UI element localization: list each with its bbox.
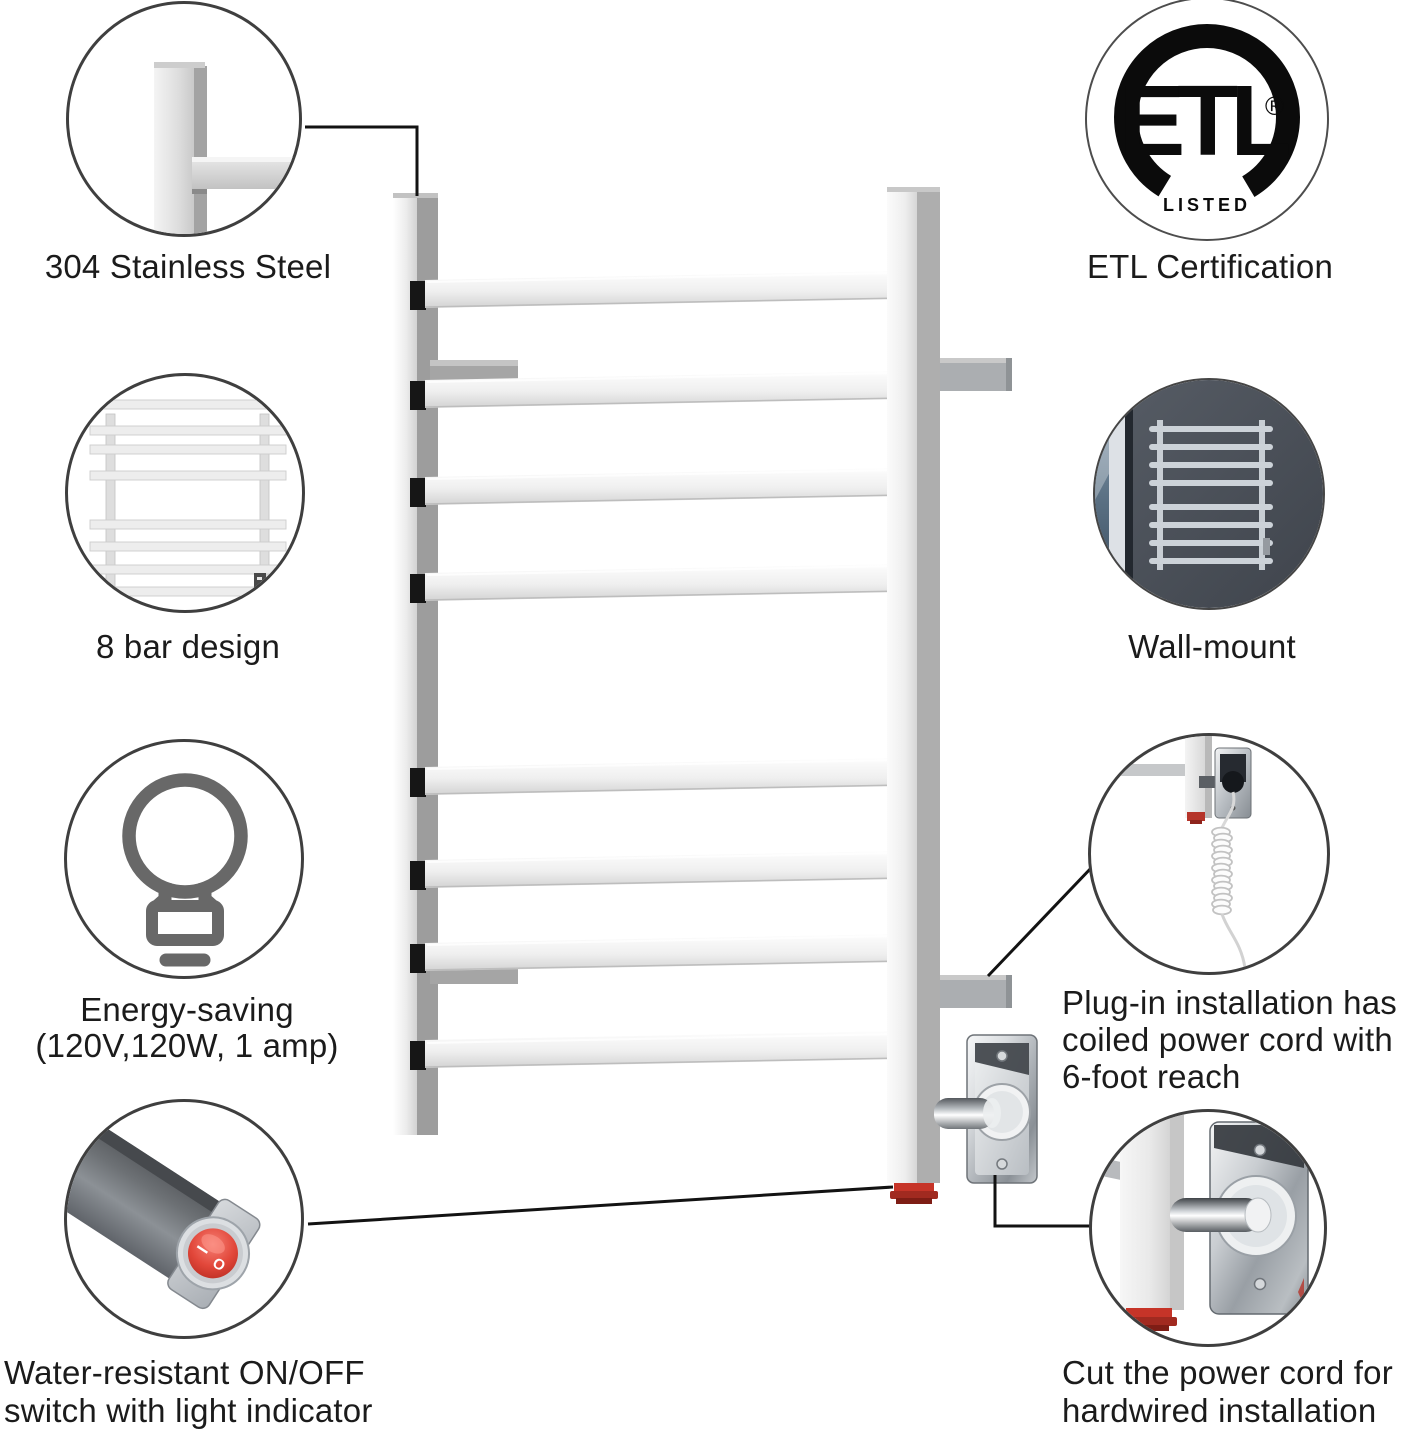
energy-saving-callout (64, 739, 304, 979)
plugin-cord-illustration (1097, 736, 1252, 969)
power-switch-callout: – O (64, 1099, 304, 1339)
callout-line-switch (307, 1185, 894, 1226)
red-rocker-switch (187, 1228, 238, 1279)
callout-line-plugin (986, 864, 1095, 978)
plugin-installation-callout (1088, 733, 1330, 975)
etl-logo-letters: ETL (1119, 65, 1290, 177)
wall-bracket-right-upper (938, 358, 1012, 391)
label-8-bar-design: 8 bar design (95, 628, 281, 665)
registered-trademark: ® (1265, 91, 1284, 121)
hardwired-installation-callout (1089, 1109, 1327, 1347)
label-wall-mount: Wall-mount (1128, 628, 1296, 665)
power-outlet-plate (934, 1034, 1038, 1184)
wall-mount-callout (1093, 378, 1325, 610)
towel-bar-8 (410, 1031, 901, 1070)
towel-bar-3 (410, 468, 901, 507)
towel-bar-7 (410, 934, 901, 973)
callout-line-stainless (305, 125, 419, 196)
right-post (887, 187, 940, 1183)
on-off-switch-photo: – O (67, 1102, 261, 1310)
light-bulb-icon (122, 773, 248, 967)
label-water-resistant-switch: Water-resistant ON/OFF switch with light… (4, 1354, 373, 1429)
stainless-corner-icon (154, 62, 299, 234)
callout-lines (305, 125, 1095, 1228)
wall-mount-photo (1095, 380, 1323, 608)
red-end-cap (890, 1183, 938, 1204)
label-plugin-installation: Plug-in installation has coiled power co… (1062, 984, 1397, 1095)
label-stainless-steel: 304 Stainless Steel (44, 248, 332, 285)
label-etl-certification: ETL Certification (1086, 248, 1334, 285)
towel-bar-6 (410, 851, 901, 890)
towel-bar-2 (410, 371, 901, 410)
hardwired-photo (1092, 1112, 1309, 1331)
left-post (393, 193, 438, 1135)
coiled-cord-icon (1211, 826, 1233, 916)
eight-bar-design-callout (65, 373, 305, 613)
wall-bracket-right-lower (938, 975, 1012, 1008)
etl-logo-icon: ETL LISTED ® (1114, 24, 1300, 215)
stainless-steel-callout (66, 1, 302, 237)
towel-bar-4 (410, 564, 901, 603)
towel-bar-5 (410, 758, 901, 797)
towel-bars (410, 271, 901, 1070)
label-energy-saving: Energy-saving (120V,120W, 1 amp) (35, 991, 339, 1064)
etl-listed-logo: ETL LISTED ® (1085, 0, 1329, 241)
power-cord-tube (934, 1098, 1001, 1129)
towel-bar-1 (410, 271, 901, 310)
callout-line-hardwired (993, 1175, 1091, 1228)
label-hardwired-installation: Cut the power cord for hardwired install… (1062, 1354, 1393, 1429)
etl-logo-listed: LISTED (1163, 195, 1251, 215)
mini-rack-icon (87, 399, 287, 597)
